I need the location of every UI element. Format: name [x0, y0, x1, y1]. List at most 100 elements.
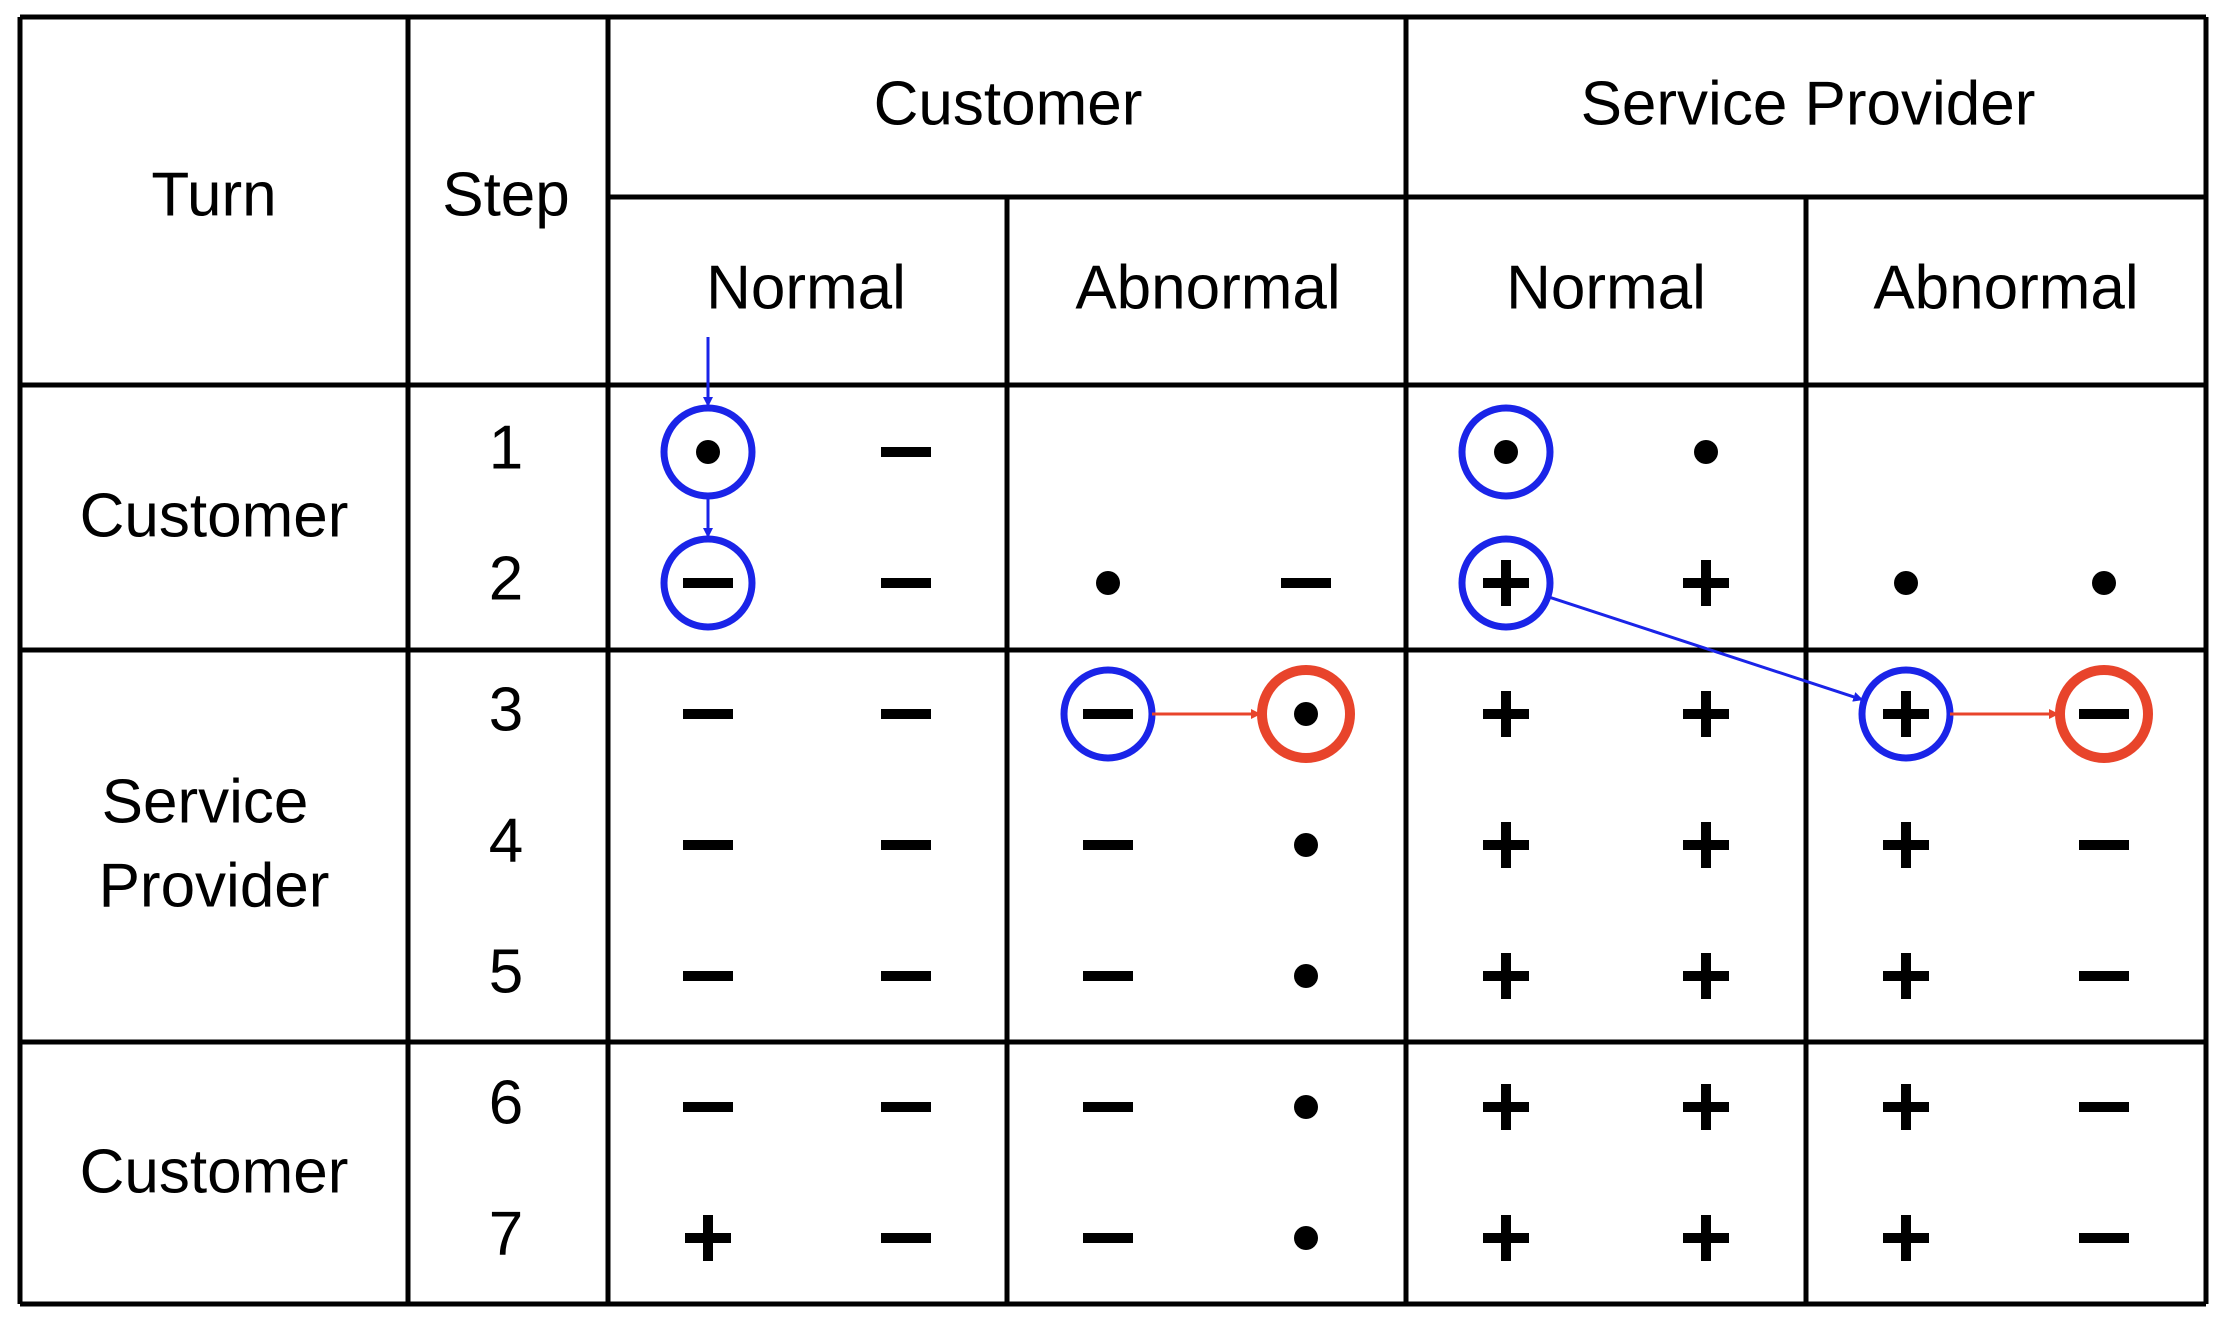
minus-symbol [1083, 1233, 1133, 1243]
header-service-provider: Service Provider [1581, 69, 2036, 138]
plus-symbol [1683, 1084, 1729, 1130]
minus-symbol [2079, 840, 2129, 850]
turn-label-provider-line1: Service [102, 767, 309, 836]
minus-symbol [881, 1233, 931, 1243]
plus-symbol [685, 1215, 731, 1261]
minus-symbol [683, 709, 733, 719]
turn-label-customer-2: Customer [80, 1137, 349, 1206]
minus-symbol [2079, 709, 2129, 719]
plus-vertical [1701, 1215, 1711, 1261]
highlight-circles [660, 404, 2153, 763]
dot-symbol [1494, 440, 1518, 464]
highlight-circle-blue [660, 535, 756, 631]
plus-vertical [1501, 691, 1511, 737]
turn-label-customer-1: Customer [80, 481, 349, 550]
plus-symbol [1683, 953, 1729, 999]
step-number: 2 [489, 544, 523, 613]
plus-vertical [1701, 1084, 1711, 1130]
plus-vertical [1701, 691, 1711, 737]
subheader-provider-abnormal: Abnormal [1873, 253, 2138, 322]
state-symbols [683, 440, 2129, 1261]
plus-symbol [1483, 1084, 1529, 1130]
dot-symbol [1096, 571, 1120, 595]
plus-vertical [1701, 953, 1711, 999]
plus-vertical [1501, 560, 1511, 606]
dot-symbol [1294, 964, 1318, 988]
plus-symbol [1683, 822, 1729, 868]
step-number: 1 [489, 413, 523, 482]
dot-symbol [1294, 833, 1318, 857]
highlight-circle-blue [1458, 404, 1554, 500]
plus-symbol [1483, 822, 1529, 868]
minus-symbol [2079, 971, 2129, 981]
plus-symbol [1883, 822, 1929, 868]
minus-symbol [1083, 971, 1133, 981]
dot-symbol [696, 440, 720, 464]
transition-arrow-blue [1547, 595, 1864, 702]
plus-vertical [1701, 560, 1711, 606]
plus-vertical [1501, 953, 1511, 999]
minus-symbol [881, 971, 931, 981]
dot-symbol [2092, 571, 2116, 595]
plus-symbol [1483, 691, 1529, 737]
plus-vertical [1701, 822, 1711, 868]
plus-symbol [1483, 560, 1529, 606]
highlight-circle-red [1257, 665, 1355, 763]
minus-symbol [2079, 1233, 2129, 1243]
dot-symbol [1694, 440, 1718, 464]
step-number: 5 [489, 937, 523, 1006]
minus-symbol [2079, 1102, 2129, 1112]
plus-symbol [1883, 1215, 1929, 1261]
plus-symbol [1483, 953, 1529, 999]
minus-symbol [683, 971, 733, 981]
turn-label-provider-line2: Provider [99, 851, 330, 920]
minus-symbol [1083, 1102, 1133, 1112]
minus-symbol [683, 840, 733, 850]
step-number: 3 [489, 675, 523, 744]
subheader-customer-normal: Normal [706, 253, 906, 322]
highlight-circle-red [2055, 665, 2153, 763]
header-step: Step [442, 160, 570, 229]
plus-vertical [1901, 691, 1911, 737]
plus-symbol [1683, 1215, 1729, 1261]
subheader-provider-normal: Normal [1506, 253, 1706, 322]
header-customer: Customer [874, 69, 1143, 138]
subheader-customer-abnormal: Abnormal [1075, 253, 1340, 322]
step-number: 7 [489, 1199, 523, 1268]
minus-symbol [881, 578, 931, 588]
table-grid [17, 14, 2209, 1307]
highlight-circle-blue [1458, 535, 1554, 631]
header-turn: Turn [151, 160, 276, 229]
plus-symbol [1883, 691, 1929, 737]
step-number: 4 [489, 806, 523, 875]
step-number: 6 [489, 1068, 523, 1137]
dot-symbol [1894, 571, 1918, 595]
plus-symbol [1683, 560, 1729, 606]
minus-symbol [683, 578, 733, 588]
plus-vertical [1901, 822, 1911, 868]
plus-symbol [1683, 691, 1729, 737]
minus-symbol [1281, 578, 1331, 588]
plus-symbol [1483, 1215, 1529, 1261]
minus-symbol [881, 709, 931, 719]
minus-symbol [683, 1102, 733, 1112]
transition-arrows [703, 337, 2059, 719]
minus-symbol [1083, 709, 1133, 719]
minus-symbol [1083, 840, 1133, 850]
plus-vertical [1501, 1215, 1511, 1261]
plus-vertical [703, 1215, 713, 1261]
dot-symbol [1294, 1226, 1318, 1250]
minus-symbol [881, 447, 931, 457]
dot-symbol [1294, 702, 1318, 726]
dot-symbol [1294, 1095, 1318, 1119]
minus-symbol [881, 1102, 931, 1112]
plus-symbol [1883, 953, 1929, 999]
plus-symbol [1883, 1084, 1929, 1130]
plus-vertical [1901, 1084, 1911, 1130]
plus-vertical [1901, 1215, 1911, 1261]
plus-vertical [1501, 822, 1511, 868]
plus-vertical [1901, 953, 1911, 999]
minus-symbol [881, 840, 931, 850]
plus-vertical [1501, 1084, 1511, 1130]
